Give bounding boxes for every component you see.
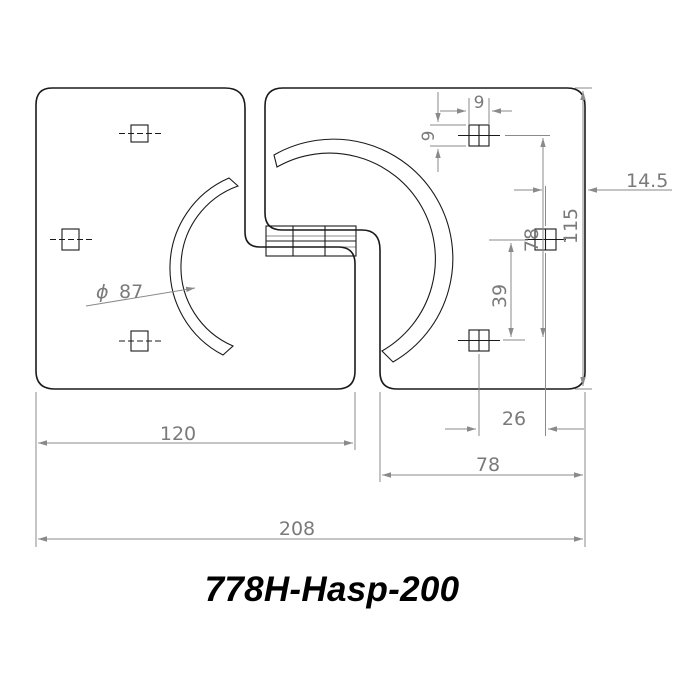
dim-plate-height: 115	[560, 87, 592, 390]
dim-right-width: 78	[379, 392, 583, 482]
dim-hole-spacing: 39	[489, 239, 528, 341]
right-hole-bottom	[458, 329, 500, 352]
dim-diameter: ϕ 87	[85, 281, 196, 307]
dim-overall-width: 208	[38, 392, 586, 547]
hole-spacing-value: 39	[489, 284, 511, 308]
left-width-value: 120	[160, 423, 196, 445]
diameter-value: 87	[119, 281, 143, 303]
hole-offset-value: 26	[502, 408, 526, 430]
dim-edge-offset: 14.5	[514, 170, 672, 226]
left-hole-middle	[50, 228, 95, 251]
dim-hole-offset: 26	[445, 253, 584, 436]
center-height-value: 78	[521, 228, 543, 252]
right-arc-slot	[273, 138, 454, 363]
dim-left-width: 120	[35, 392, 356, 547]
drawing-title: 778H-Hasp-200	[204, 570, 460, 609]
dim-center-height: 78	[505, 135, 550, 337]
dim-hole-height: 9	[419, 92, 466, 172]
diameter-symbol: ϕ	[96, 281, 109, 303]
left-hole-top	[119, 124, 163, 143]
right-width-value: 78	[476, 454, 500, 476]
overall-width-value: 208	[279, 518, 315, 540]
plate-height-value: 115	[560, 208, 582, 244]
hole-height-value: 9	[419, 131, 439, 142]
dim-hole-width: 9	[440, 93, 512, 125]
edge-offset-value: 14.5	[626, 170, 668, 192]
left-plate-outline	[35, 87, 356, 390]
left-arc-slot	[169, 177, 240, 356]
right-hole-top	[458, 124, 500, 147]
hinge	[265, 225, 357, 257]
hole-width-value: 9	[474, 93, 485, 113]
left-hole-bottom	[119, 330, 163, 352]
